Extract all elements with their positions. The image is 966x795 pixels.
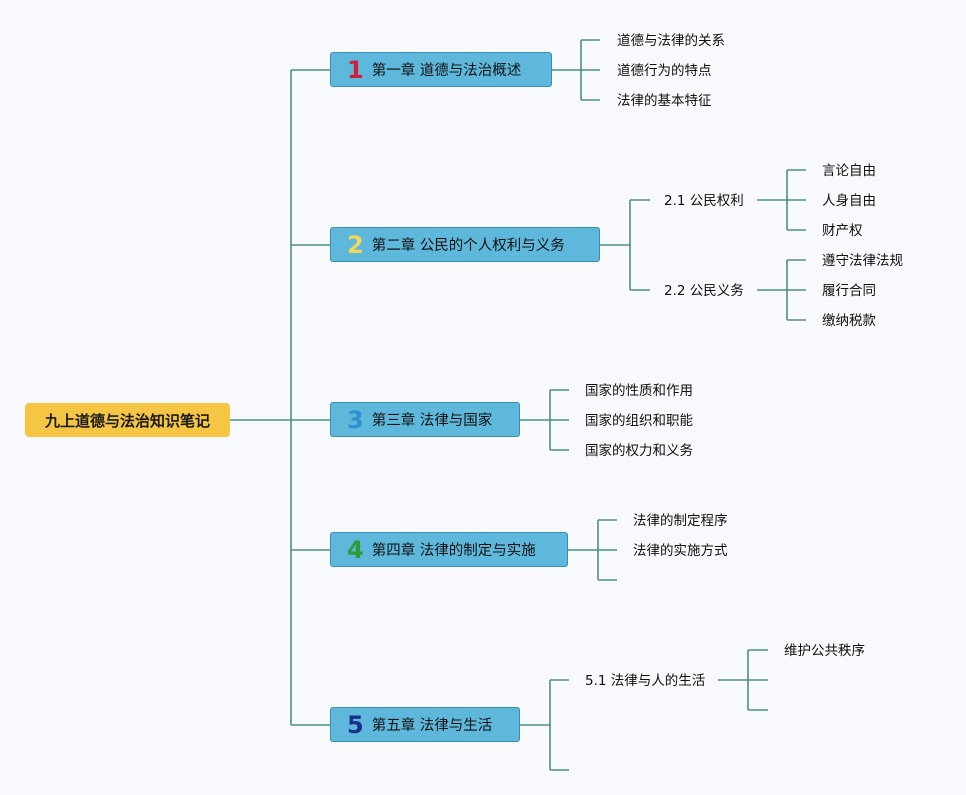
- chapter-2-node[interactable]: 2 第二章 公民的个人权利与义务: [330, 227, 600, 262]
- sub-2-2[interactable]: 2.2 公民义务: [664, 283, 744, 299]
- leaf-1-1[interactable]: 道德与法律的关系: [617, 33, 725, 49]
- number-5-icon: 5: [347, 710, 364, 739]
- leaf-1-3[interactable]: 法律的基本特征: [617, 93, 712, 109]
- number-2-icon: 2: [347, 230, 364, 259]
- leaf-3-1[interactable]: 国家的性质和作用: [585, 383, 693, 399]
- leaf-5-1-1[interactable]: 维护公共秩序: [784, 643, 865, 659]
- leaf-2-2-1[interactable]: 遵守法律法规: [822, 253, 903, 269]
- leaf-2-1-3[interactable]: 财产权: [822, 223, 863, 239]
- leaf-2-2-3[interactable]: 缴纳税款: [822, 313, 876, 329]
- leaf-4-2[interactable]: 法律的实施方式: [633, 543, 728, 559]
- leaf-2-2-2[interactable]: 履行合同: [822, 283, 876, 299]
- leaf-4-1[interactable]: 法律的制定程序: [633, 513, 728, 529]
- number-4-icon: 4: [347, 535, 364, 564]
- leaf-1-2[interactable]: 道德行为的特点: [617, 63, 712, 79]
- chapter-4-node[interactable]: 4 第四章 法律的制定与实施: [330, 532, 568, 567]
- chapter-3-label: 第三章 法律与国家: [371, 413, 493, 429]
- leaf-3-2[interactable]: 国家的组织和职能: [585, 413, 693, 429]
- chapter-5-label: 第五章 法律与生活: [371, 718, 493, 734]
- chapter-2-label: 第二章 公民的个人权利与义务: [371, 238, 565, 254]
- leaf-3-3[interactable]: 国家的权力和义务: [585, 443, 693, 459]
- chapter-5-node[interactable]: 5 第五章 法律与生活: [330, 707, 520, 742]
- number-3-icon: 3: [347, 405, 364, 434]
- chapter-1-label: 第一章 道德与法治概述: [371, 63, 522, 79]
- sub-2-1[interactable]: 2.1 公民权利: [664, 193, 744, 209]
- chapter-3-node[interactable]: 3 第三章 法律与国家: [330, 402, 520, 437]
- number-1-icon: 1: [347, 55, 364, 84]
- sub-5-1[interactable]: 5.1 法律与人的生活: [585, 673, 706, 689]
- leaf-2-1-2[interactable]: 人身自由: [822, 193, 876, 209]
- leaf-2-1-1[interactable]: 言论自由: [822, 163, 876, 179]
- chapter-1-node[interactable]: 1 第一章 道德与法治概述: [330, 52, 552, 87]
- chapter-4-label: 第四章 法律的制定与实施: [371, 543, 536, 559]
- root-topic[interactable]: 九上道德与法治知识笔记: [25, 403, 230, 437]
